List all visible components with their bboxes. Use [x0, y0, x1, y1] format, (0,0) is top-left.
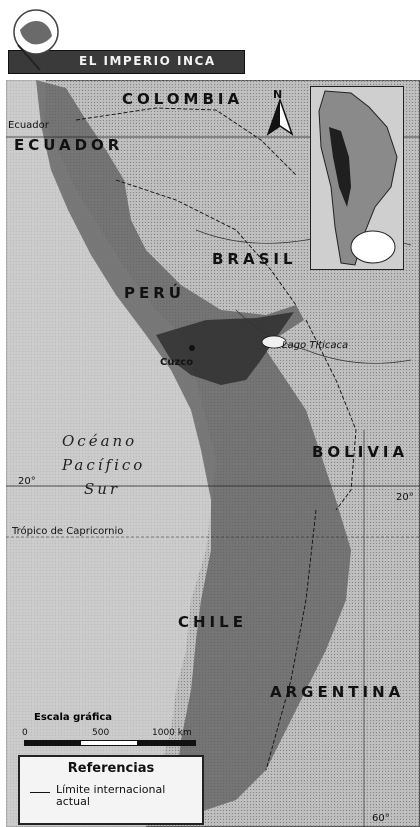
map-header: EL IMPERIO INCA	[8, 50, 245, 74]
legend-label-line1: Límite internacional	[56, 783, 166, 796]
globe-icon	[13, 9, 59, 70]
label-chile: CHILE	[178, 613, 247, 631]
label-tropic: Trópico de Capricornio	[12, 526, 124, 537]
scale-bar-group: Escala gráfica 0 500 1000 km	[18, 712, 218, 752]
border-bolivia	[305, 319, 357, 511]
border-line-swatch	[30, 792, 50, 793]
label-argentina: ARGENTINA	[270, 683, 405, 701]
label-equator: Ecuador	[8, 120, 49, 131]
coord-20-right: 20°	[396, 492, 414, 503]
scale-bar	[24, 740, 196, 746]
inca-empire-area	[36, 80, 351, 815]
label-colombia: COLOMBIA	[122, 90, 244, 108]
scale-title: Escala gráfica	[34, 712, 113, 723]
cuzco-marker	[189, 345, 195, 351]
ocean-label-line1: Océano	[62, 432, 138, 450]
legend-label-line2: actual	[56, 795, 90, 808]
empire-core-area	[156, 312, 294, 385]
label-brasil: BRASIL	[212, 250, 297, 268]
scale-tick-1000: 1000 km	[152, 728, 192, 738]
river	[235, 309, 412, 364]
lake-titicaca	[261, 335, 287, 349]
map-title: EL IMPERIO INCA	[79, 54, 216, 68]
label-ecuador: ECUADOR	[14, 136, 124, 154]
label-cuzco: Cuzco	[160, 357, 194, 368]
ocean-label-line2: Pacífico	[62, 456, 146, 474]
legend-label: Límite internacional actual	[56, 784, 165, 808]
border-argentina	[265, 509, 317, 771]
north-letter: N	[273, 88, 282, 101]
coord-20-left: 20°	[18, 476, 36, 487]
coord-60: 60°	[372, 813, 390, 824]
north-arrow-icon: N	[266, 88, 294, 136]
inset-map	[310, 86, 404, 270]
inset-continent	[318, 90, 398, 266]
label-bolivia: BOLIVIA	[312, 443, 409, 461]
label-titicaca: Lago Titicaca	[282, 340, 349, 351]
legend-box: Referencias Límite internacional actual	[18, 755, 204, 825]
border-peru-brasil	[115, 179, 297, 306]
label-peru: PERÚ	[124, 284, 185, 302]
border-colombia	[75, 107, 297, 176]
pacific-ocean-area	[6, 80, 216, 827]
scale-tick-500: 500	[92, 728, 110, 738]
legend-title: Referencias	[67, 761, 155, 776]
map-geometry	[6, 80, 420, 827]
ocean-label-line3: Sur	[84, 480, 121, 498]
scale-tick-0: 0	[22, 728, 28, 738]
